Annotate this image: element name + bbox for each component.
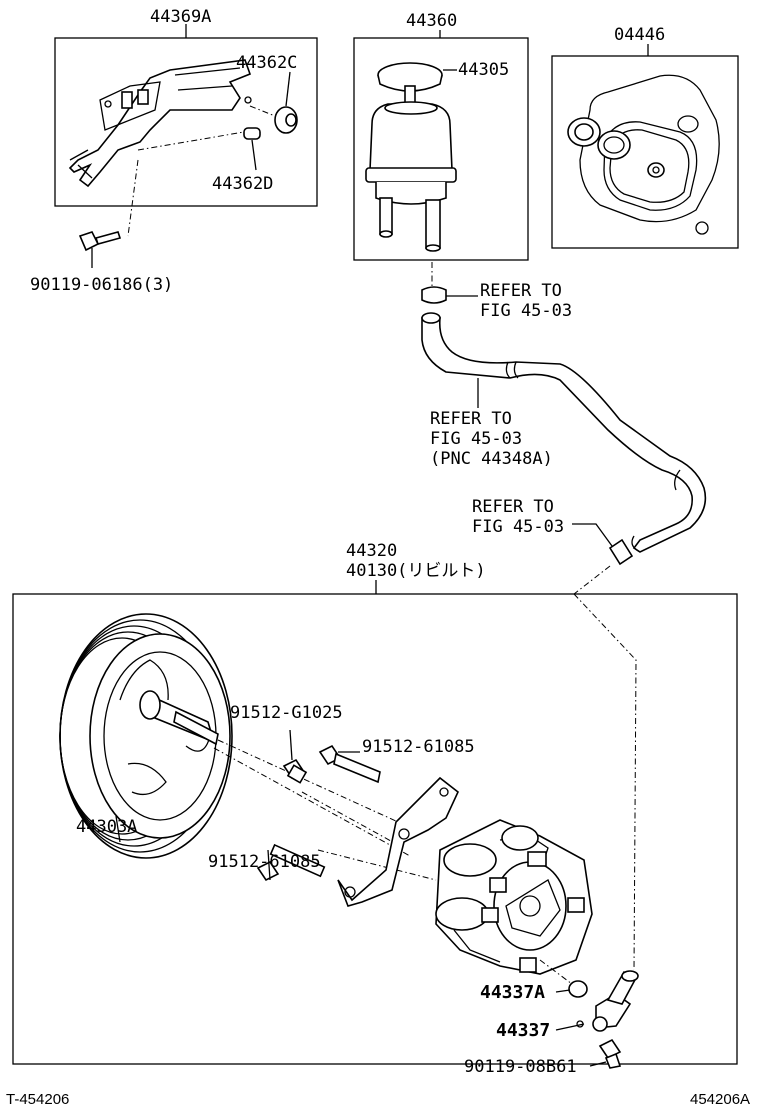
reservoir-group: 44360 44305 <box>353 11 529 261</box>
bolt-61085-top-label: 91512-61085 <box>362 737 475 757</box>
hose-clamp-2[interactable] <box>608 538 634 566</box>
refer-clamp2-line2: FIG 45-03 <box>472 517 564 537</box>
bracket-label: 44369A <box>150 7 211 27</box>
cushion-d-label: 44362D <box>212 174 273 194</box>
bracket-bolt-label: 90119-06186(3) <box>30 275 173 295</box>
reservoir-label: 44360 <box>406 11 457 31</box>
refer-clamp2-line1: REFER TO <box>472 497 554 517</box>
cushion-c-label: 44362C <box>236 53 297 73</box>
pump-frame <box>12 593 738 1065</box>
refer-hose-line3: (PNC 44348A) <box>430 449 553 469</box>
gasket-parts[interactable] <box>567 74 720 235</box>
oring-44337a[interactable] <box>568 980 588 998</box>
oring-label: 44337A <box>480 982 545 1003</box>
reservoir-frame <box>353 37 529 261</box>
pump-rebuilt-label: 40130(リビルト) <box>346 561 486 581</box>
pump-pn-label: 44320 <box>346 541 397 561</box>
union-44337[interactable] <box>592 970 639 1032</box>
bolt-g1025-label: 91512-G1025 <box>230 703 343 723</box>
reservoir-cap[interactable] <box>377 62 443 109</box>
bracket-group: 44369A 44362C 44362D <box>30 7 318 295</box>
return-hose[interactable] <box>421 312 707 553</box>
refer-clamp-line2: FIG 45-03 <box>480 301 572 321</box>
pulley-label: 44303A <box>76 817 137 837</box>
footer-right: 454206A <box>690 1091 750 1108</box>
footer-left: T-454206 <box>6 1091 69 1108</box>
bracket-part[interactable] <box>68 59 252 188</box>
cushion-d[interactable] <box>243 127 261 140</box>
bracket-bolt[interactable] <box>78 231 122 252</box>
hose-clamp[interactable] <box>421 286 447 304</box>
union-bolt-label: 90119-08B61 <box>464 1057 577 1077</box>
pump-bracket-plate[interactable] <box>337 776 459 907</box>
reservoir-tank[interactable] <box>365 101 457 252</box>
pulley[interactable] <box>59 613 233 859</box>
pump-group: 44320 40130(リビルト) 44303A 9151 <box>12 541 738 1077</box>
refer-clamp-line1: REFER TO <box>480 281 562 301</box>
union-label: 44337 <box>496 1020 550 1041</box>
gasket-kit-label: 04446 <box>614 25 665 45</box>
bolt-g1025[interactable] <box>282 758 308 784</box>
refer-hose-line1: REFER TO <box>430 409 512 429</box>
pump-body[interactable] <box>435 819 593 975</box>
union-bolt[interactable] <box>598 1038 622 1069</box>
refer-hose-line2: FIG 45-03 <box>430 429 522 449</box>
cushion-c[interactable] <box>274 106 298 134</box>
bolt-61085-bottom-label: 91512-61085 <box>208 852 321 872</box>
cap-label: 44305 <box>458 60 509 80</box>
bolt-61085-bottom[interactable] <box>256 829 327 892</box>
gasket-frame <box>551 55 739 249</box>
bolt-61085-top[interactable] <box>318 744 381 784</box>
gasket-group: 04446 <box>551 25 739 249</box>
